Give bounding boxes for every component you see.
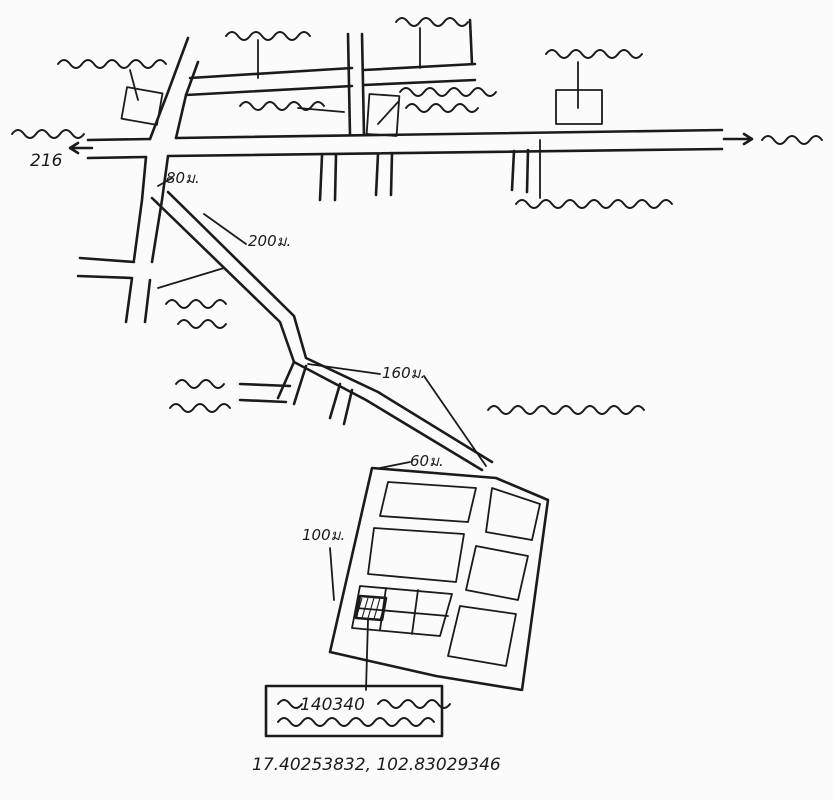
label-left-destination [11,129,85,139]
label-soi-1 [225,31,311,41]
route-to-village [150,190,494,472]
northern-streets [148,18,477,141]
highway-number: 216 [30,151,63,171]
label-deed-admin-line [277,717,435,727]
distance-seg-e: 100ม. [302,526,345,544]
dimension-leaders [157,27,541,601]
label-middle-soi [239,101,325,111]
distance-seg-a: 80ม. [166,169,200,187]
distance-seg-c: 160ม. [382,364,425,382]
label-road-name [515,199,673,209]
village-grid [328,466,550,692]
label-right-landmark [545,49,643,59]
deed-box: 140340 [264,684,444,738]
distance-seg-d: 60ม. [410,452,444,470]
distance-annotations: 80ม. 200ม. 160ม. 60ม. 100ม. [166,169,444,544]
side-roads [318,148,530,202]
deed-number: 140340 [300,695,365,715]
label-school [399,87,497,113]
label-deed-suffix [377,699,451,709]
main-highway [68,128,754,160]
landmark-school-box [365,93,401,137]
label-top-left-landmark [57,59,167,69]
landmark-left-box [120,69,164,126]
label-soi-west-1 [165,299,227,329]
label-right-destination [761,135,823,145]
label-deed-prefix [277,699,303,709]
label-village [487,405,645,415]
marked-plot-hatching [357,597,387,621]
distance-seg-b: 200ม. [248,232,291,250]
landmark-right-box [555,61,603,125]
western-road [76,154,170,324]
handwritten-labels [11,17,823,727]
label-soi-2 [395,17,469,27]
label-soi-west-2 [169,379,231,413]
gps-coordinates: 17.40253832, 102.83029346 [252,755,501,775]
